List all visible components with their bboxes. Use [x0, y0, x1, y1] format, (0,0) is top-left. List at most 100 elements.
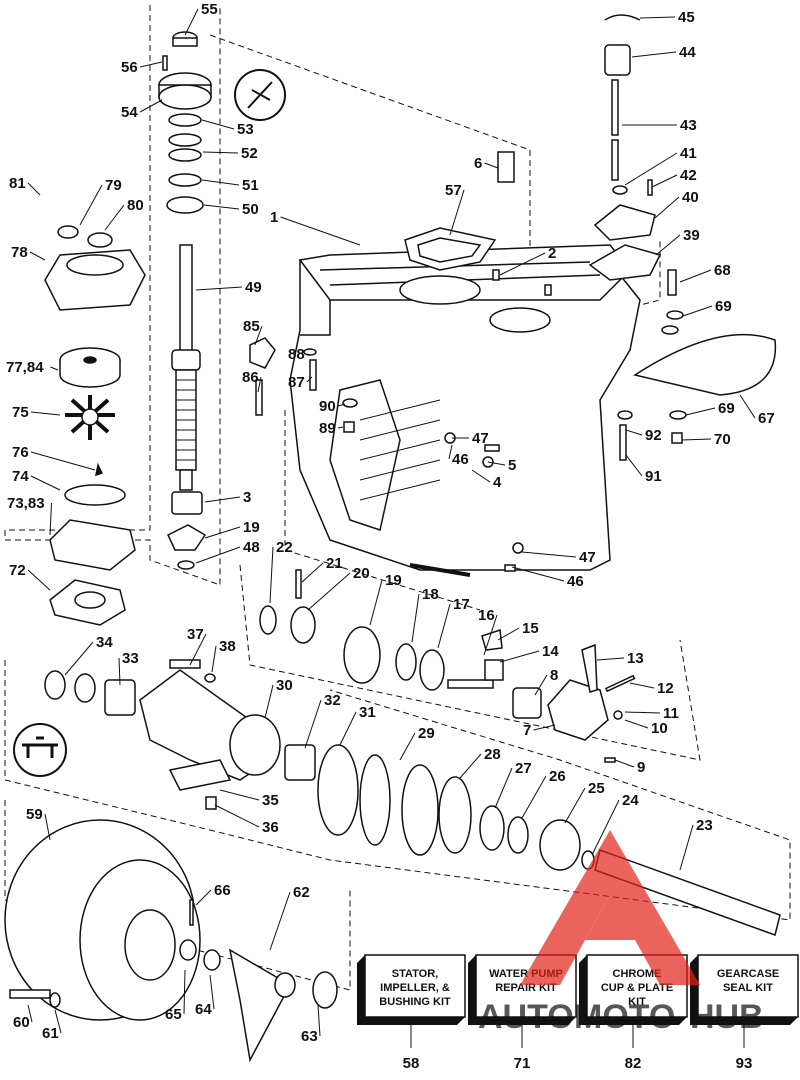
leader-line: [682, 305, 713, 317]
leader-line: [203, 204, 240, 210]
part-number-label: 34: [96, 634, 113, 651]
part-number-label: 78: [11, 244, 28, 261]
kit-number-label: 93: [736, 1055, 753, 1072]
leader-line: [183, 969, 186, 1015]
leader-line: [204, 496, 241, 503]
leader-line: [499, 650, 540, 663]
outline-gearcase-group: [209, 34, 531, 280]
leader-line: [280, 216, 361, 246]
part-number-label: 20: [353, 565, 370, 582]
leader-line: [211, 645, 217, 673]
leader-line: [64, 641, 94, 676]
leader-line: [521, 551, 577, 558]
leader-line: [629, 682, 655, 689]
drive-shaft: [171, 244, 201, 491]
kit-label-line: CUP & PLATE: [601, 982, 673, 994]
part-number-label: 45: [678, 9, 695, 26]
leader-line: [681, 438, 712, 441]
leader-line: [487, 461, 506, 466]
leader-line: [624, 719, 649, 729]
leader-line: [269, 891, 291, 951]
part-number-label: 2: [548, 245, 556, 262]
leader-line: [679, 269, 712, 283]
part-number-label: 57: [445, 182, 462, 199]
leader-line: [27, 182, 41, 196]
kit-box-face: [364, 954, 466, 1018]
part-number-label: 72: [9, 562, 26, 579]
part-number-label: 5: [508, 457, 516, 474]
kit-number-label: 71: [514, 1055, 531, 1072]
kit-box-face: [697, 954, 799, 1018]
leader-line: [655, 234, 681, 256]
leader-line: [337, 403, 346, 407]
leader-line: [189, 633, 207, 666]
leader-line: [317, 1004, 321, 1037]
leader-line: [184, 8, 199, 36]
part-number-label: 70: [714, 431, 731, 448]
part-number-label: 91: [645, 468, 662, 485]
leader-line: [596, 657, 625, 661]
part-number-label: 63: [301, 1028, 318, 1045]
part-number-label: 92: [645, 427, 662, 444]
part-number-label: 16: [478, 607, 495, 624]
leader-line: [301, 562, 324, 583]
leader-line: [471, 469, 491, 483]
part-number-label: 48: [243, 539, 260, 556]
part-number-label: 47: [472, 430, 489, 447]
leader-line: [30, 475, 61, 491]
leader-lines: [27, 8, 756, 1037]
part-number-label: 60: [13, 1014, 30, 1031]
leader-line: [201, 179, 240, 186]
part-number-label: 33: [122, 650, 139, 667]
part-number-label: 46: [567, 573, 584, 590]
part-number-label: 85: [243, 318, 260, 335]
part-number-label: 11: [663, 705, 679, 722]
part-number-label: 36: [262, 819, 279, 836]
leader-line: [118, 657, 121, 686]
leader-line: [654, 196, 680, 219]
part-number-label: 61: [42, 1025, 59, 1042]
gasket-and-pins: [404, 227, 552, 296]
part-number-label: 46: [452, 451, 469, 468]
outline-prop-group: [4, 800, 351, 991]
part-number-label: 42: [680, 167, 697, 184]
leader-line: [54, 1009, 62, 1034]
part-number-label: 12: [657, 680, 674, 697]
part-number-label: 26: [549, 768, 566, 785]
kit-label-line: BUSHING KIT: [379, 996, 451, 1008]
part-number-label: 30: [276, 677, 293, 694]
leader-line: [79, 184, 103, 226]
leader-line: [50, 366, 59, 371]
seal-callout-icons: [13, 69, 286, 777]
leader-line: [195, 546, 241, 564]
part-number-label: 18: [422, 586, 439, 603]
automotohub-watermark: AUTO MOTO HUB: [478, 830, 764, 1036]
forward-gear-group: [259, 569, 636, 763]
bearing-carrier-group: [44, 659, 359, 836]
part-number-label: 40: [682, 189, 699, 206]
watermark-word-moto: MOTO: [574, 998, 675, 1036]
leader-line: [27, 569, 51, 591]
outline-gearcase-lower: [284, 410, 481, 611]
part-number-label: 19: [243, 519, 260, 536]
water-pump-parts: [44, 225, 146, 626]
part-number-label: 76: [12, 444, 29, 461]
part-number-label: 6: [474, 155, 482, 172]
kit-label-line: SEAL KIT: [723, 982, 773, 994]
leader-line: [399, 732, 416, 761]
part-number-label: 75: [12, 404, 29, 421]
part-number-label: 90: [319, 398, 336, 415]
part-number-label: 24: [622, 792, 639, 809]
leader-line: [219, 789, 260, 801]
part-number-label: 69: [715, 298, 732, 315]
kit-number-label: 58: [403, 1055, 420, 1072]
part-number-label: 64: [195, 1001, 212, 1018]
part-number-label: 1: [270, 209, 278, 226]
leader-line: [104, 204, 125, 231]
leader-line: [27, 1004, 33, 1023]
leader-line: [306, 353, 311, 356]
kit-number-label: 82: [625, 1055, 642, 1072]
kit-label-line: IMPELLER, &: [380, 982, 450, 994]
part-number-label: 62: [293, 884, 310, 901]
